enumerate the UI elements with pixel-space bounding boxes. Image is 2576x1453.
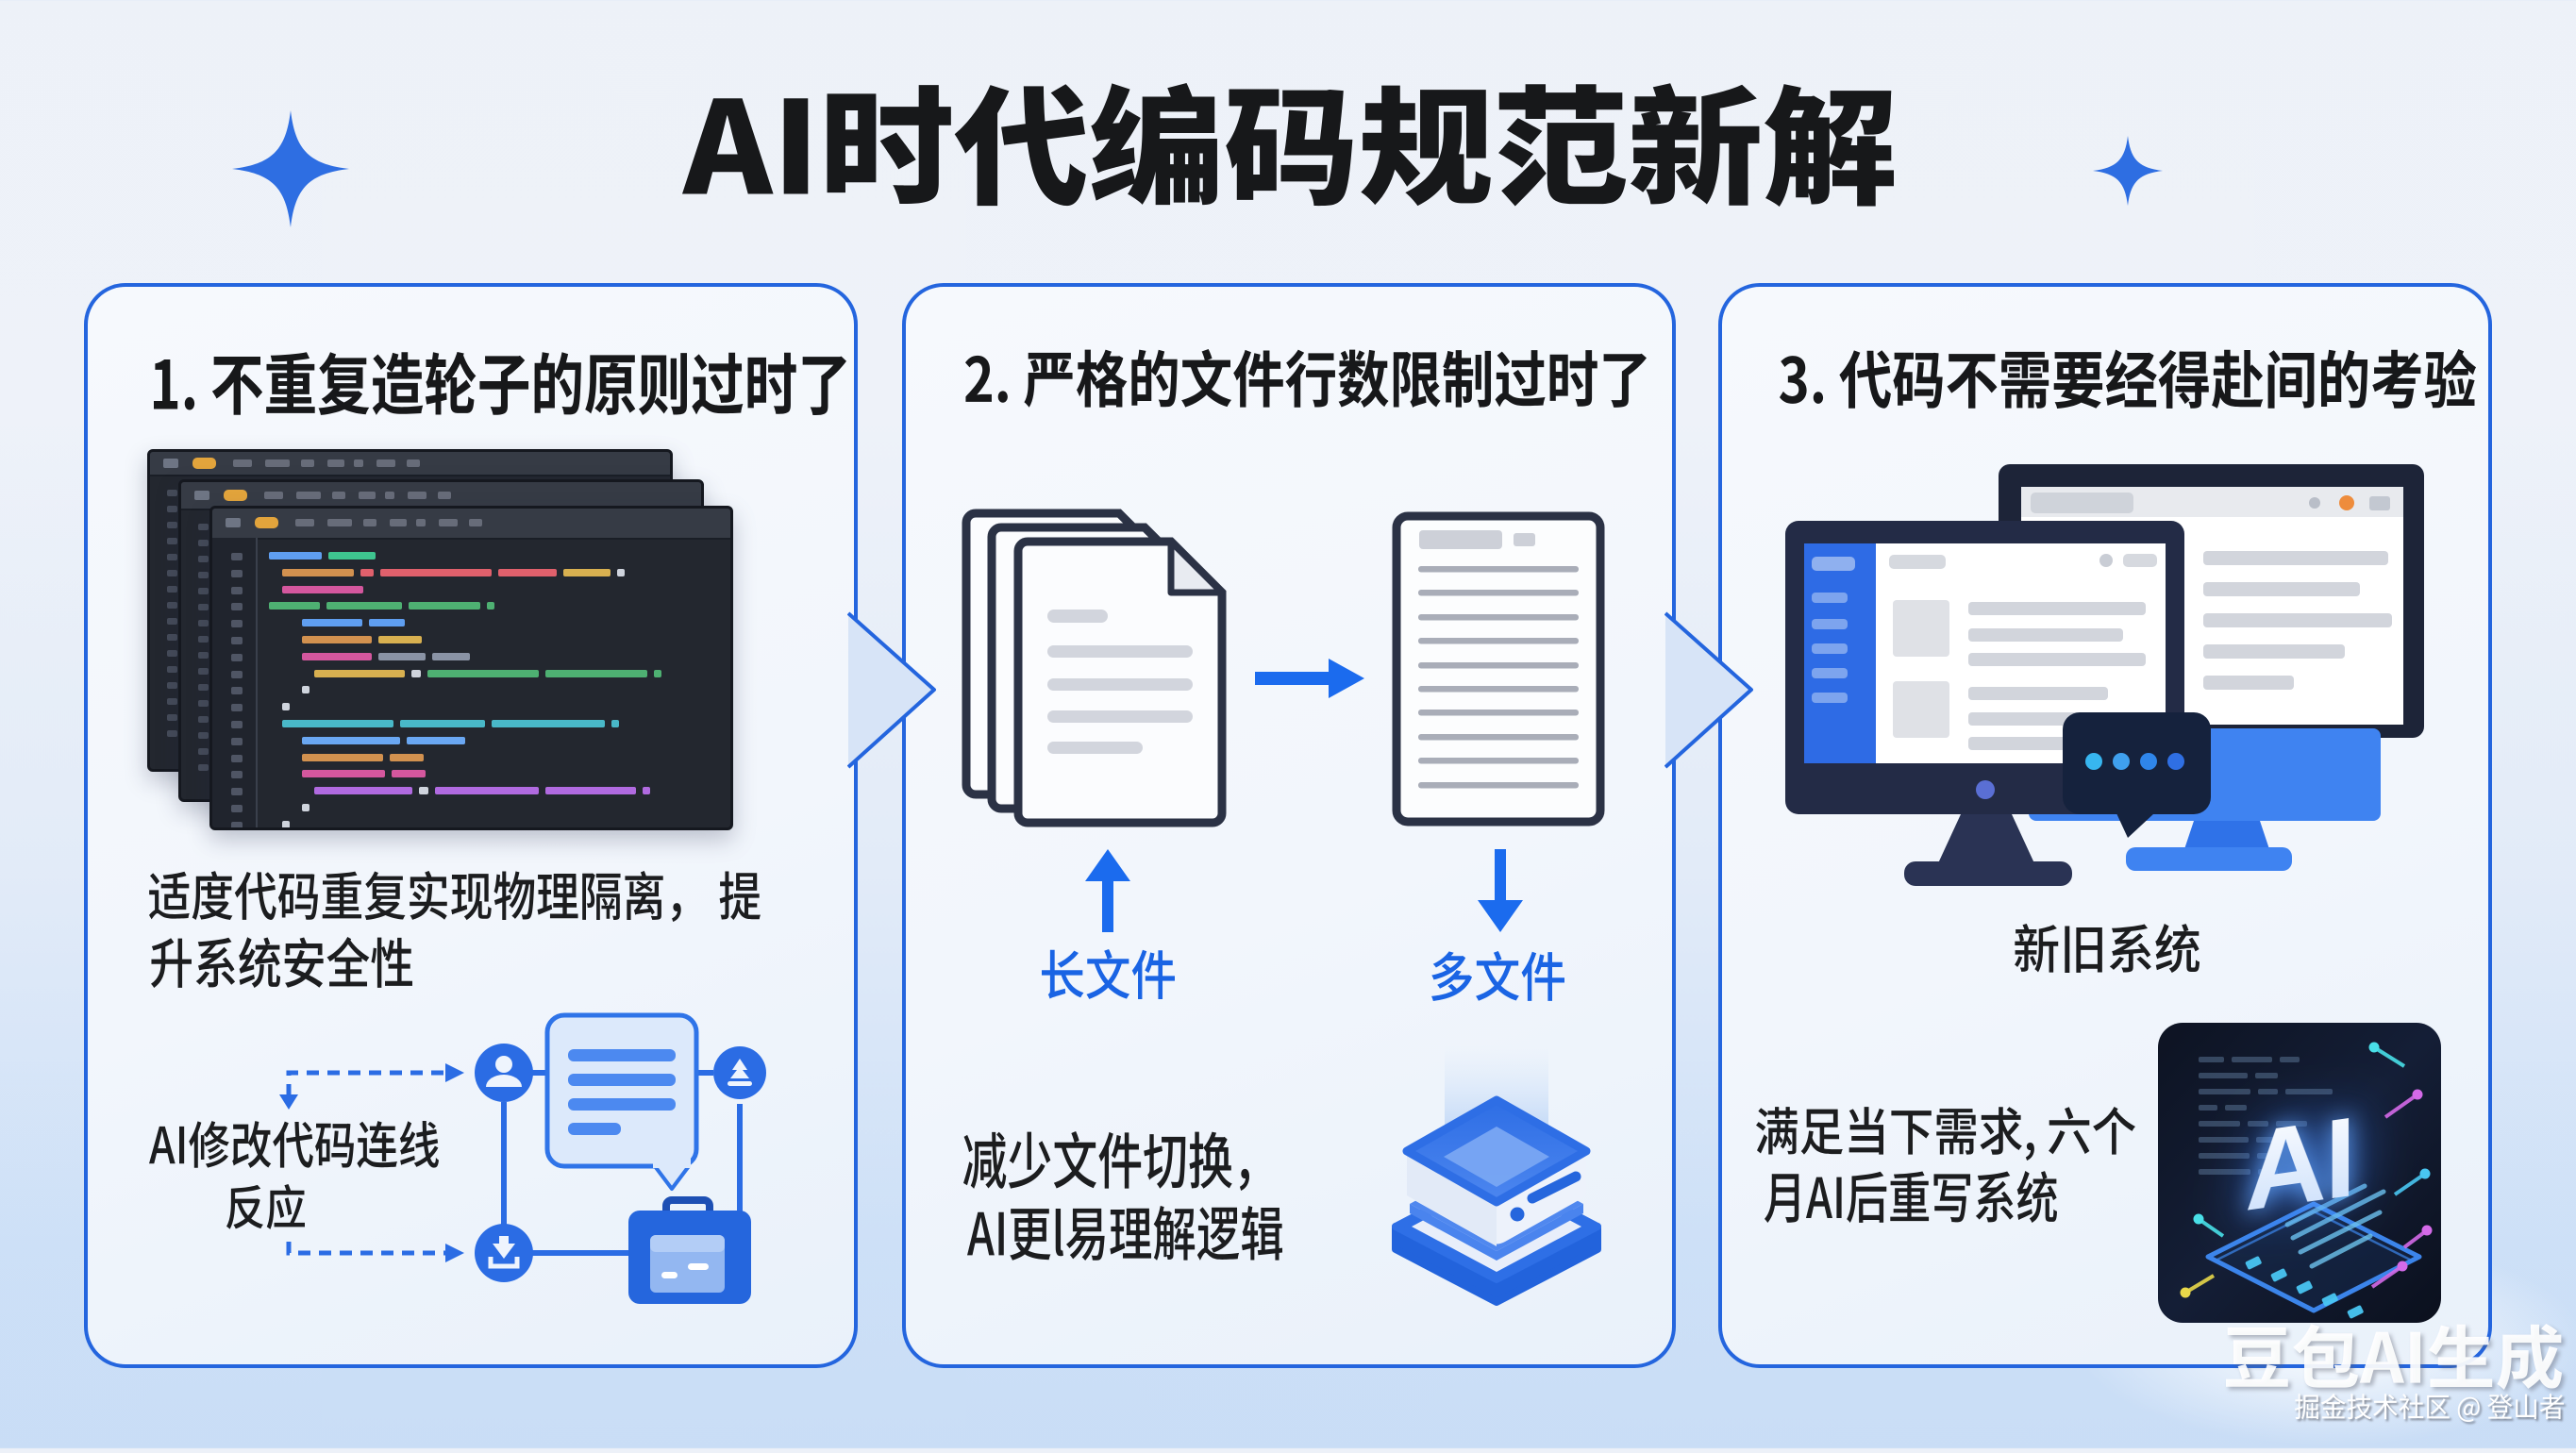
svg-text:AI: AI — [2245, 1093, 2354, 1235]
